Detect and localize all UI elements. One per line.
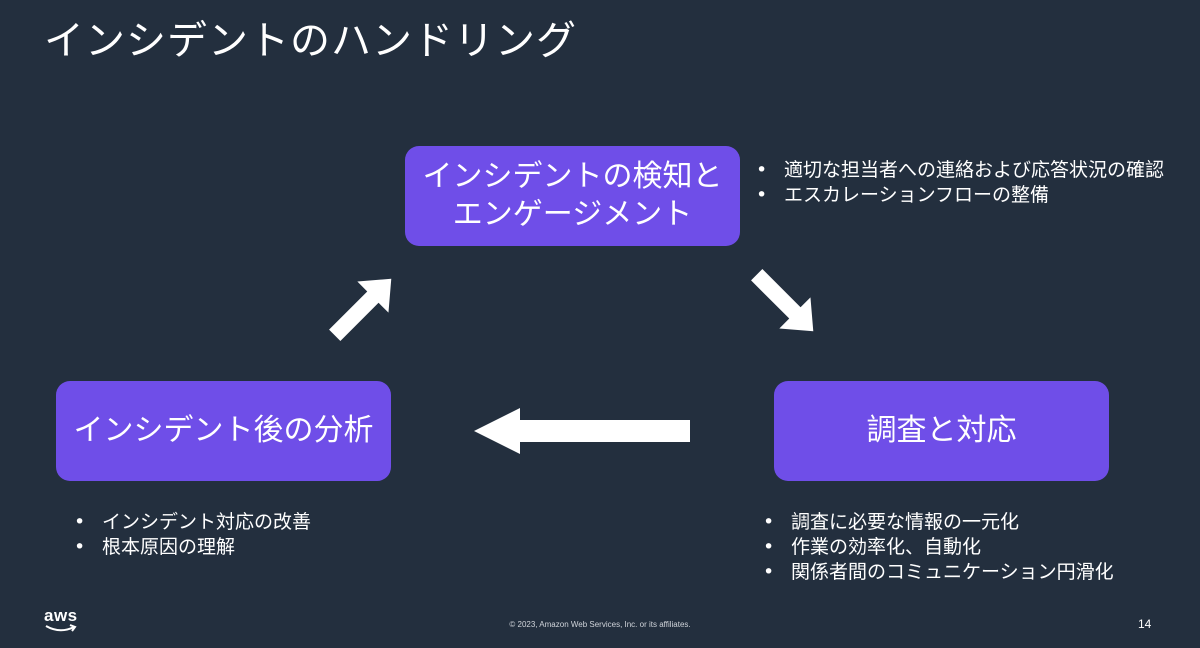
page-number: 14: [1138, 617, 1152, 631]
detect-box-line2: エンゲージメント: [452, 197, 693, 232]
bullet-item: 調査に必要な情報の一元化: [763, 510, 1193, 535]
aws-smile-icon: [45, 624, 77, 632]
copyright-notice: © 2023, Amazon Web Services, Inc. or its…: [509, 620, 691, 629]
post-incident-analysis-box: インシデント後の分析: [56, 381, 391, 481]
bullet-item: エスカレーションフローの整備: [756, 183, 1186, 208]
detect-engage-box: インシデントの検知と エンゲージメント: [405, 146, 740, 246]
investigate-box-label: 調査と対応: [866, 413, 1017, 448]
aws-logo: aws: [44, 606, 78, 625]
analysis-box-label: インシデント後の分析: [73, 413, 374, 448]
bullet-item: 適切な担当者への連絡および応答状況の確認: [756, 158, 1186, 183]
detect-bullet-list: 適切な担当者への連絡および応答状況の確認 エスカレーションフローの整備: [756, 158, 1186, 208]
investigate-respond-box: 調査と対応: [774, 381, 1109, 481]
bullet-item: 関係者間のコミュニケーション円滑化: [763, 560, 1193, 585]
slide-title: インシデントのハンドリング: [44, 18, 577, 64]
bullet-item: 作業の効率化、自動化: [763, 535, 1193, 560]
arrow-up-right-icon: [329, 278, 392, 341]
bullet-item: インシデント対応の改善: [74, 510, 404, 535]
analysis-bullet-list: インシデント対応の改善 根本原因の理解: [74, 510, 404, 560]
arrow-down-right-icon: [751, 269, 814, 332]
bullet-item: 根本原因の理解: [74, 535, 404, 560]
arrow-left-icon: [474, 408, 690, 454]
detect-box-line1: インシデントの検知と: [422, 159, 723, 194]
investigate-bullet-list: 調査に必要な情報の一元化 作業の効率化、自動化 関係者間のコミュニケーション円滑…: [763, 510, 1193, 585]
